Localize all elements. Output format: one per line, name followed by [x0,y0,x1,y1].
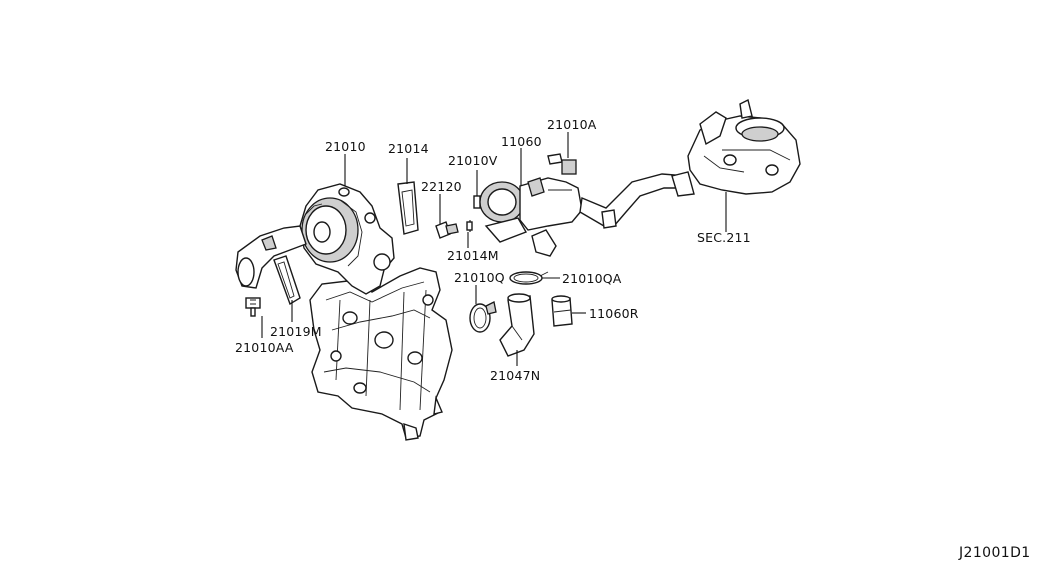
front-cover-bracket [309,267,453,441]
coolant-hose [579,173,693,229]
label-21014: 21014 [388,141,429,156]
label-21014m: 21014M [447,248,499,263]
label-21010qa: 21010QA [562,271,622,286]
label-21010aa: 21010AA [235,340,294,355]
label-11060r: 11060R [589,306,639,321]
label-21019m: 21019M [270,324,322,339]
clamp-21010q [469,301,497,333]
label-21047n: 21047N [490,368,540,383]
gasket-21019m [273,255,301,306]
water-pump [235,183,395,295]
label-21010v: 21010V [448,153,498,168]
sec211-assembly [671,98,801,197]
bolt-21010aa [245,297,261,317]
label-11060: 11060 [501,134,542,149]
label-21010a: 21010A [547,117,597,132]
pipe-11060r [551,295,573,327]
bolt-21010a [547,153,577,175]
thermostat-housing [479,177,583,257]
leader-lines [261,132,727,366]
label-22120: 22120 [421,179,462,194]
diagram-code: J21001D1 [958,545,1031,561]
sensor-22120 [435,221,459,239]
gasket-21014 [397,181,419,235]
small-parts [466,195,481,232]
label-sec211: SEC.211 [697,230,751,245]
label-21010: 21010 [325,139,366,154]
hose-21047n [499,293,535,357]
label-21010q: 21010Q [454,270,505,285]
